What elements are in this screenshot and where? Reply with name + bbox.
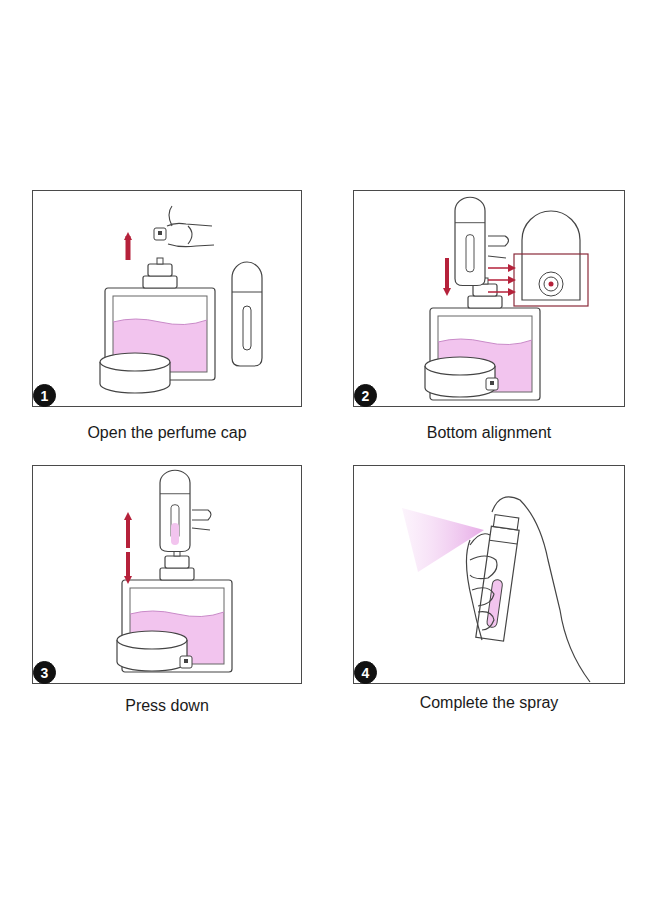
atomizer xyxy=(160,470,190,551)
hand xyxy=(167,206,214,247)
valve-ring xyxy=(539,272,563,296)
panel-2-art xyxy=(425,197,588,400)
step-caption: Press down xyxy=(13,697,321,715)
atomizer xyxy=(455,197,485,285)
panel-4-art xyxy=(402,497,590,682)
step-number-badge: 1 xyxy=(33,384,56,407)
bottle-cap xyxy=(425,357,495,397)
step-number: 1 xyxy=(41,389,49,403)
step-number-badge: 2 xyxy=(354,384,377,407)
down-arrow xyxy=(445,258,449,292)
bottle-cap xyxy=(117,631,187,671)
step-caption: Bottom alignment xyxy=(334,424,644,442)
up-arrow xyxy=(126,516,130,548)
step-number: 4 xyxy=(362,666,370,680)
atomizer xyxy=(232,262,262,366)
step-panel: Bottom alignment2 xyxy=(353,190,625,407)
valve-ring xyxy=(544,277,558,291)
bottom-callout xyxy=(522,211,580,300)
hand xyxy=(192,510,211,530)
step-panel: Press down3 xyxy=(32,465,302,684)
pointer-arrow xyxy=(488,279,512,281)
step-caption: Complete the spray xyxy=(334,694,644,712)
pointer-arrow xyxy=(488,291,512,293)
step-panel: Complete the spray4 xyxy=(353,465,625,684)
hand xyxy=(488,236,509,258)
step-number: 2 xyxy=(362,389,370,403)
pointer-arrow xyxy=(488,267,512,269)
panel-1-art xyxy=(100,206,262,393)
valve-dot xyxy=(549,282,554,287)
hand xyxy=(466,497,590,682)
callout-frame xyxy=(514,254,588,306)
up-arrow xyxy=(126,236,131,260)
bottle-cap xyxy=(100,353,170,393)
step-number-badge: 3 xyxy=(33,661,56,684)
atomizer xyxy=(476,514,521,641)
step-panel: Open the perfume cap1 xyxy=(32,190,302,407)
spray-nozzle xyxy=(180,656,192,668)
down-arrow xyxy=(126,552,130,580)
panel-3-art xyxy=(117,470,232,672)
step-caption: Open the perfume cap xyxy=(13,424,321,442)
liquid-window xyxy=(171,523,179,545)
spray-nozzle xyxy=(154,228,166,240)
spray-nozzle xyxy=(486,378,498,390)
step-number: 3 xyxy=(41,666,49,680)
step-number-badge: 4 xyxy=(354,661,377,684)
spray-mist xyxy=(402,508,484,572)
